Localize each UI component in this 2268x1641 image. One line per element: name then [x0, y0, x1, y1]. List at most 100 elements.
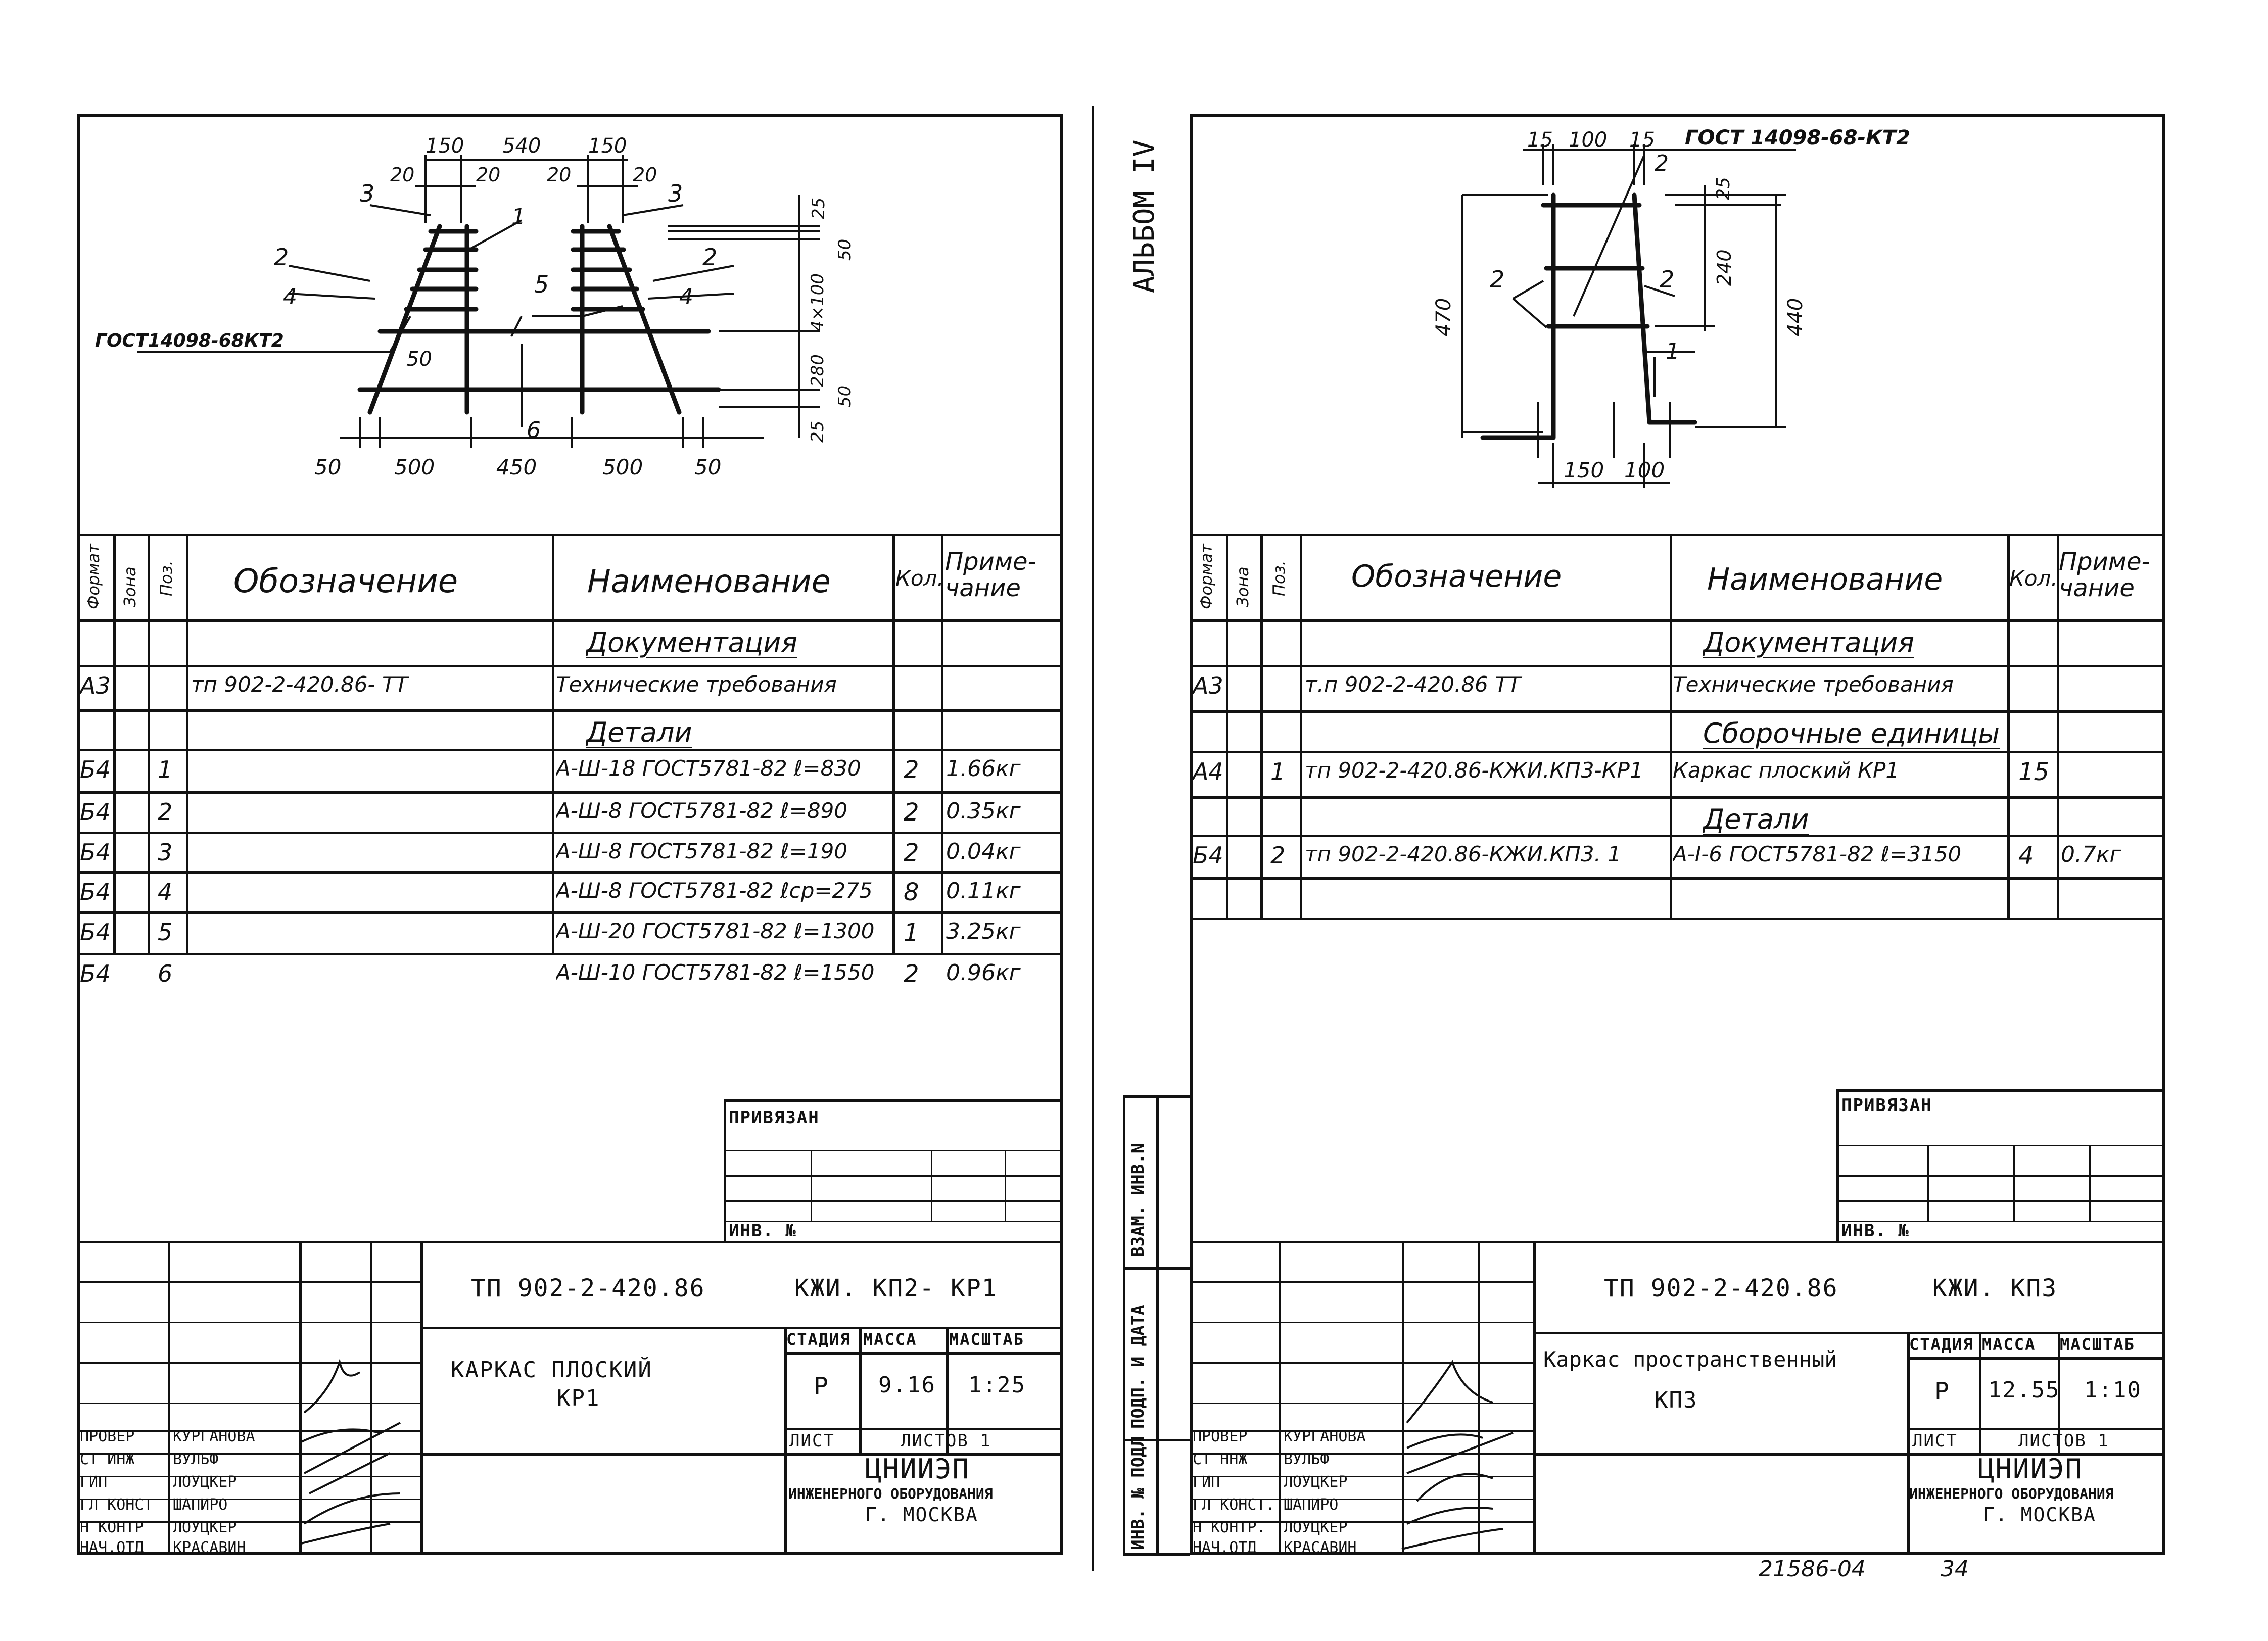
- r-hdr-pos: Поз.: [1269, 560, 1289, 596]
- row-format: Б4: [1193, 842, 1223, 869]
- sheet-label: ЛИСТ: [789, 1431, 835, 1451]
- row-pos: 2: [1270, 842, 1286, 869]
- pos-label-3a: 3: [360, 180, 375, 207]
- dim-right-4: 280: [808, 354, 828, 387]
- pos-label-6: 6: [527, 417, 541, 443]
- row-format: А3: [80, 672, 111, 699]
- r-hdr-note: Приме-чание: [2059, 548, 2150, 602]
- r-inv-label: ИНВ. №: [1841, 1221, 1910, 1241]
- dim-right-3: 4×100: [808, 273, 828, 331]
- dim-sub-3: 20: [547, 164, 572, 186]
- r-hdr-qty: Кол.: [2009, 566, 2058, 591]
- r-stamp-mark: КЖИ. КП3: [1932, 1274, 2058, 1302]
- r-privyazan-label: ПРИВЯЗАН: [1841, 1095, 1932, 1116]
- row-pos: 6: [158, 960, 173, 987]
- row-format: А4: [1193, 758, 1223, 785]
- dim-bottom-3: 450: [496, 455, 537, 479]
- r-mass-header: МАССА: [1982, 1335, 2036, 1354]
- hdr-pos: Поз.: [157, 560, 176, 596]
- r-sheet-label: ЛИСТ: [1912, 1431, 1958, 1451]
- stamp-person: КУРГАНОВА: [1284, 1428, 1366, 1445]
- row-pos: 1: [1270, 758, 1286, 785]
- stamp-role: ПРОВЕР: [80, 1428, 135, 1445]
- stage-value: Р: [814, 1372, 829, 1401]
- r-org-city: Г. МОСКВА: [1983, 1504, 2096, 1526]
- pos-label-5: 5: [534, 271, 549, 298]
- left-drawing: 150 540 150 20 20 20 20 3 1 3 2 5 2 4 4 …: [77, 114, 1063, 534]
- row-note: 0.7кг: [2061, 842, 2121, 867]
- dim-top-3: 150: [588, 134, 627, 158]
- r-mass-value: 12.55: [1988, 1377, 2060, 1403]
- row-name: А-I-6 ГОСТ5781-82 ℓ=3150: [1673, 842, 1962, 866]
- stamp-person: КРАСАВИН: [1284, 1539, 1357, 1557]
- r-hdr-format: Формат: [1197, 544, 1216, 609]
- stamp-person: ШАПИРО: [1284, 1496, 1339, 1514]
- row-section-title: Сборочные единицы: [1703, 717, 2000, 749]
- row-note: 1.66кг: [946, 756, 1021, 782]
- stamp-mark: КЖИ. КП2- КР1: [794, 1274, 998, 1302]
- row-designation: тп 902-2-420.86- ТТ: [191, 672, 408, 697]
- row-name: А-Ш-18 ГОСТ5781-82 ℓ=830: [556, 756, 861, 781]
- row-pos: 1: [158, 756, 173, 783]
- row-format: Б4: [80, 878, 111, 905]
- row-pos: 3: [158, 839, 173, 866]
- pos-label-2b: 2: [702, 244, 718, 271]
- r-pos-1: 1: [1666, 339, 1680, 364]
- stamp-role: ГИП: [80, 1473, 108, 1491]
- hdr-designation: Обозначение: [233, 563, 458, 600]
- r-stamp-title-1: Каркас пространственный: [1543, 1347, 1837, 1372]
- stamp-role: НАЧ.ОТД: [1193, 1539, 1257, 1557]
- dim-right-6: 25: [808, 420, 828, 443]
- row-name: А-Ш-8 ГОСТ5781-82 ℓ=890: [556, 798, 848, 823]
- center-divider: [1092, 106, 1094, 1571]
- scale-header: МАСШТАБ: [949, 1330, 1024, 1349]
- stamp-role: Н КОНТР: [80, 1519, 144, 1536]
- left-spec-table: Формат Зона Поз. Обозначение Наименовани…: [77, 534, 1063, 1008]
- row-format: Б4: [80, 798, 111, 826]
- dim-sub-4: 20: [633, 164, 657, 186]
- dim-bottom-5: 50: [694, 455, 722, 479]
- r-stamp-title-2: КП3: [1655, 1387, 1698, 1413]
- r-dim-top-2: 100: [1569, 128, 1608, 152]
- row-name: А-Ш-8 ГОСТ5781-82 ℓ=190: [556, 839, 848, 863]
- row-qty: 2: [904, 839, 919, 867]
- row-section-title: Детали: [1703, 803, 1809, 835]
- row-qty: 1: [904, 919, 919, 947]
- row-pos: 5: [158, 919, 173, 946]
- right-spec-table: Формат Зона Поз. Обозначение Наименовани…: [1190, 534, 2165, 1089]
- stamp-person: ШАПИРО: [173, 1496, 228, 1514]
- r-dim-top-3: 15: [1629, 128, 1655, 152]
- pos-label-4a: 4: [283, 284, 297, 310]
- r-dim-470: 470: [1432, 298, 1455, 336]
- row-pos: 4: [158, 878, 173, 905]
- pos-label-4b: 4: [679, 284, 693, 310]
- dim-bottom-4: 500: [602, 455, 643, 479]
- row-qty: 2: [904, 798, 919, 827]
- row-qty: 15: [2018, 758, 2050, 786]
- row-qty: 4: [2018, 842, 2034, 870]
- row-pos: 2: [158, 798, 173, 826]
- stamp-person: ВУЛЬФ: [1284, 1451, 1330, 1468]
- left-signatures: [299, 1358, 401, 1545]
- row-format: А3: [1193, 672, 1223, 699]
- pos-label-3b: 3: [668, 180, 683, 207]
- left-sheet: [77, 114, 1063, 1555]
- stamp-role: ГИП: [1193, 1473, 1220, 1491]
- side-label-podp: ПОДП. И ДАТА: [1128, 1305, 1148, 1429]
- mass-value: 9.16: [878, 1372, 936, 1398]
- footer-code: 21586-04: [1759, 1556, 1866, 1582]
- r-hdr-zone: Зона: [1233, 566, 1252, 607]
- row-section-title: Документация: [1703, 626, 1914, 658]
- stamp-person: КУРГАНОВА: [173, 1428, 255, 1445]
- stamp-role: СТ ННЖ: [1193, 1451, 1248, 1468]
- sheets-label: ЛИСТОВ 1: [901, 1431, 991, 1451]
- stamp-role: Н КОНТР.: [1193, 1519, 1266, 1536]
- r-pos-2b: 2: [1490, 266, 1505, 293]
- hdr-qty: Кол.: [895, 566, 944, 591]
- side-label-vzam: ВЗАМ. ИНВ.N: [1128, 1143, 1148, 1257]
- row-format: Б4: [80, 960, 111, 987]
- row-designation: тп 902-2-420.86-КЖИ.КП3. 1: [1305, 842, 1621, 866]
- stamp-title-1: КАРКАС ПЛОСКИЙ: [451, 1357, 652, 1383]
- stamp-title-2: КР1: [557, 1385, 600, 1411]
